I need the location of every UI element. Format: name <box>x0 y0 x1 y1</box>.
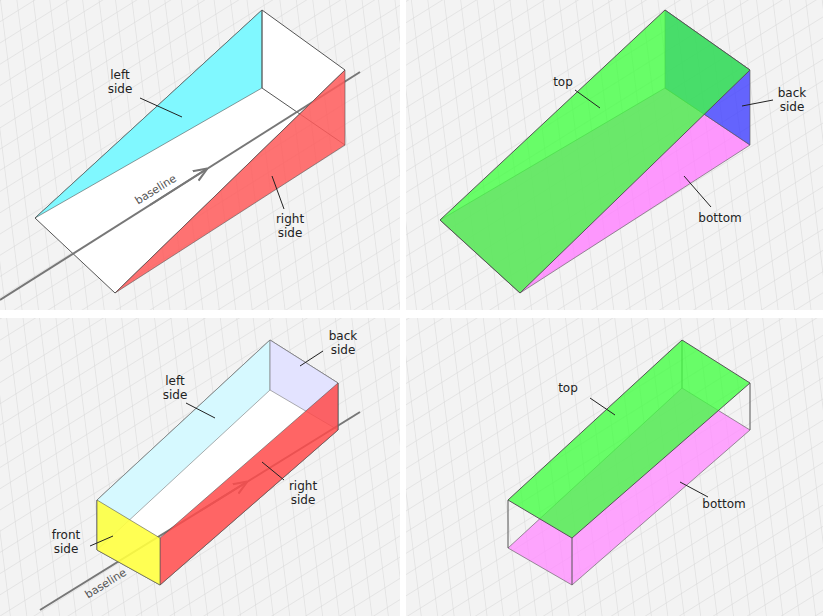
part-label: left side <box>99 68 141 96</box>
part-label: back side <box>322 329 364 357</box>
part-label: back side <box>771 86 813 114</box>
part-label: right side <box>282 479 324 507</box>
axis-label: baseline <box>133 172 179 208</box>
part-label: top <box>558 381 578 395</box>
box-faces <box>508 340 750 585</box>
box-sides <box>40 340 360 610</box>
part-label: top <box>553 75 573 89</box>
leader-lines <box>90 90 773 546</box>
part-label: right side <box>269 212 311 240</box>
wedge-faces <box>440 10 750 293</box>
part-label: front side <box>45 528 87 556</box>
part-label: bottom <box>698 211 741 225</box>
axis-label: baseline <box>83 566 129 602</box>
part-label: left side <box>154 374 196 402</box>
part-label: bottom <box>702 497 745 511</box>
wedge-sides <box>0 10 360 300</box>
